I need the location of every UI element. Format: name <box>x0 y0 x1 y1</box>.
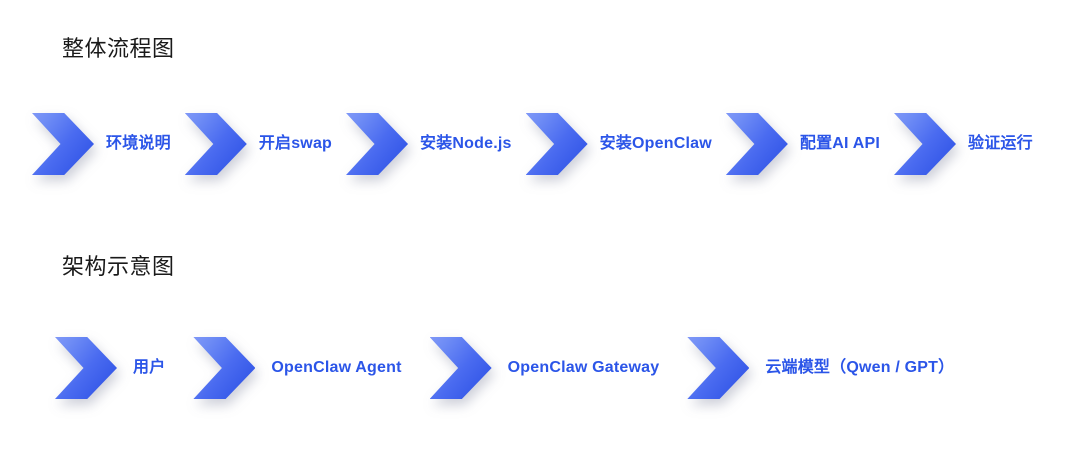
flow-step[interactable]: 云端模型（Qwen / GPT） <box>687 337 954 399</box>
chevron-right-arrow-icon <box>894 113 956 175</box>
flow-step-label: 安装Node.js <box>420 135 512 152</box>
flow-step[interactable]: 配置AI API <box>725 113 894 175</box>
chevron-right-arrow-icon <box>429 337 492 399</box>
chevron-right-arrow-icon <box>184 113 247 175</box>
flow-chain-architecture: 用户 OpenClaw Agent OpenClaw Gateway 云端模型（… <box>55 337 954 399</box>
flow-step-label: 用户 <box>133 359 166 376</box>
chevron-right-arrow-icon <box>687 337 750 399</box>
section-title-architecture: 架构示意图 <box>62 254 175 279</box>
chevron-right-arrow-icon <box>725 113 788 175</box>
section-title-overall-flow: 整体流程图 <box>62 36 175 61</box>
flow-step[interactable]: 用户 <box>55 337 193 399</box>
flow-step-label: 云端模型（Qwen / GPT） <box>765 359 955 376</box>
chevron-right-arrow-icon <box>55 337 117 399</box>
flow-step[interactable]: 环境说明 <box>32 113 185 175</box>
flow-step-label: 开启swap <box>258 135 333 152</box>
flow-step-label: 环境说明 <box>106 135 171 152</box>
flow-step-label: 配置AI API <box>799 135 880 152</box>
flow-step-label: OpenClaw Gateway <box>507 359 660 376</box>
chevron-right-arrow-icon <box>193 337 256 399</box>
flow-chain-overall: 环境说明 开启swap 安装Node.js 安装OpenClaw 配置AI AP… <box>32 113 1047 175</box>
chevron-right-arrow-icon <box>525 113 588 175</box>
flow-step[interactable]: OpenClaw Agent <box>193 337 429 399</box>
flow-step[interactable]: 验证运行 <box>894 113 1047 175</box>
flow-step-label: 验证运行 <box>968 135 1033 152</box>
flow-step-label: 安装OpenClaw <box>599 135 712 152</box>
chevron-right-arrow-icon <box>346 113 409 175</box>
flow-step[interactable]: 安装OpenClaw <box>525 113 726 175</box>
chevron-right-arrow-icon <box>32 113 94 175</box>
flow-step-label: OpenClaw Agent <box>271 359 402 376</box>
flow-step[interactable]: 安装Node.js <box>346 113 526 175</box>
flow-step[interactable]: OpenClaw Gateway <box>429 337 688 399</box>
flow-step[interactable]: 开启swap <box>184 113 346 175</box>
